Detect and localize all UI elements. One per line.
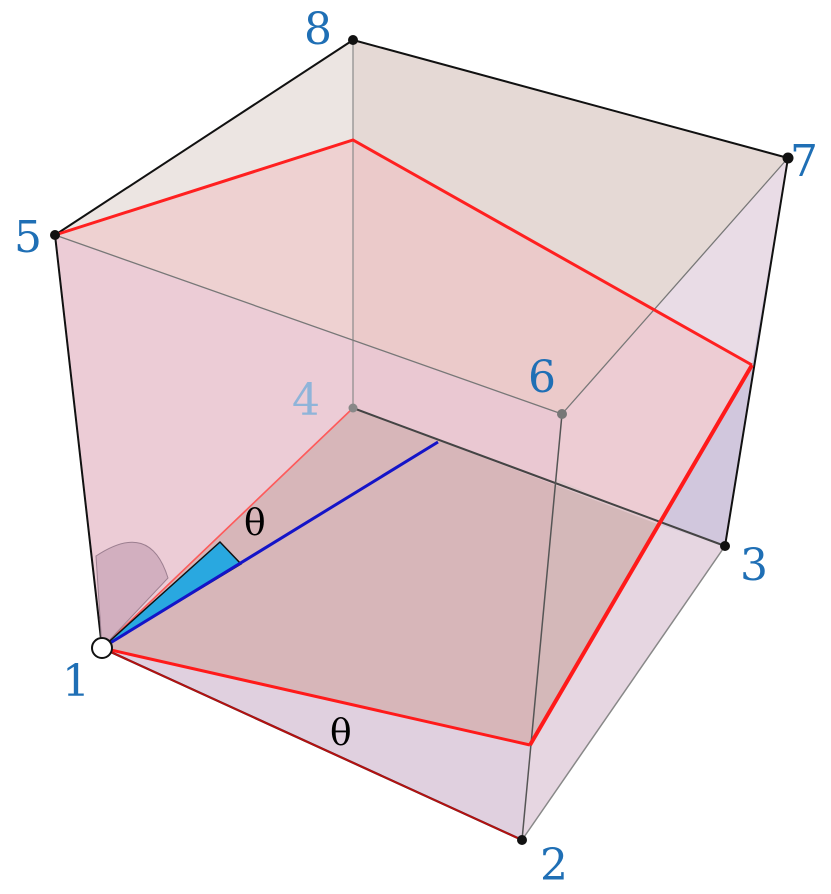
- edge-5-1: [54, 234, 103, 649]
- angle-label-theta-upper: θ: [244, 503, 266, 544]
- edge-4-3: [352, 407, 726, 547]
- cut-edge-1-4: [101, 407, 354, 649]
- projection-line: [101, 440, 439, 650]
- edge-2-3: [521, 545, 726, 841]
- vertex-label-7: 7: [790, 136, 818, 187]
- edge-6-2: [521, 413, 563, 841]
- vertex-label-4: 4: [292, 375, 320, 426]
- vertex-label-2: 2: [540, 840, 568, 891]
- edge-5-6: [54, 234, 563, 415]
- angle-label-theta-lower: θ: [330, 713, 352, 754]
- cut-edge-bottom: [101, 646, 531, 747]
- vertex-label-6: 6: [528, 352, 556, 403]
- edge-6-7: [561, 157, 789, 415]
- vertex-dot-2: [517, 835, 527, 845]
- right-angle-marker: [95, 541, 169, 650]
- vertex-dot-1: [91, 637, 113, 659]
- vertex-dot-7: [782, 152, 794, 164]
- edge-7-3: [724, 157, 789, 547]
- vertex-dot-6: [557, 409, 567, 419]
- vertex-label-5: 5: [14, 212, 42, 263]
- face-top-back: [55, 40, 788, 414]
- vertex-dot-8: [348, 35, 358, 45]
- vertex-label-1: 1: [62, 656, 90, 707]
- edge-8-7: [352, 39, 789, 159]
- vertex-dot-3: [720, 541, 730, 551]
- cut-edge-1-2-overlay: [101, 647, 523, 841]
- edge-5-8: [54, 39, 354, 236]
- cut-edge-right: [528, 363, 754, 747]
- vertex-label-8: 8: [304, 4, 332, 55]
- cut-edge-top: [54, 138, 753, 367]
- vertex-label-3: 3: [740, 540, 768, 591]
- vertex-dot-5: [50, 230, 60, 240]
- face-front-right: [522, 158, 788, 840]
- vertex-dot-4: [348, 403, 358, 413]
- cutting-plane-lower: [102, 408, 660, 745]
